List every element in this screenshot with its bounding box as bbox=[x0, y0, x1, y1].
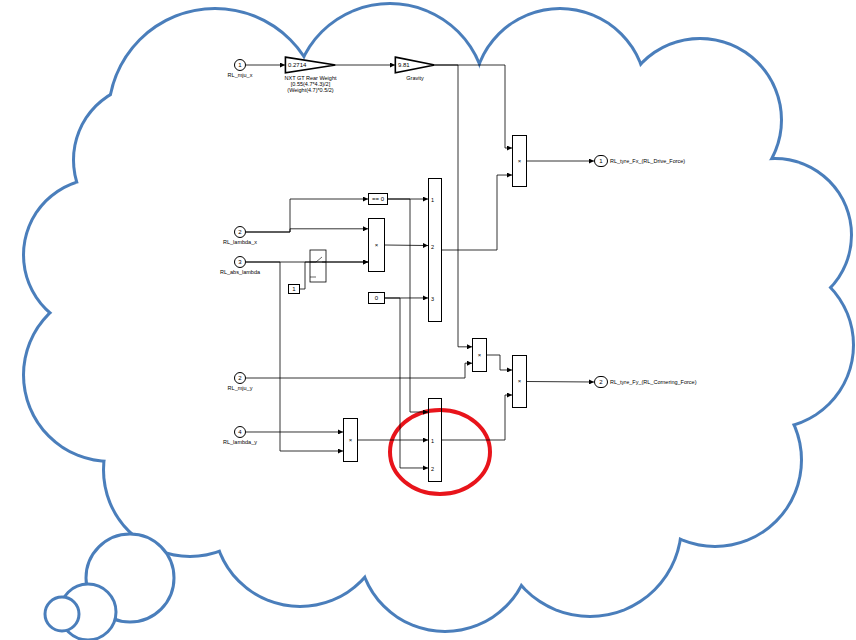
signal-line bbox=[527, 161, 594, 162]
signal-line bbox=[527, 381, 594, 383]
port-index: 1 bbox=[431, 438, 434, 444]
compare-block: == 0 bbox=[368, 193, 388, 205]
signal-line bbox=[246, 431, 343, 432]
multiport-switch: 12 bbox=[428, 398, 442, 482]
inport-block: 2RL_lambda_x bbox=[234, 226, 246, 238]
port-number: 2 bbox=[599, 379, 602, 386]
signal-line bbox=[246, 262, 343, 451]
product-block: × bbox=[512, 355, 527, 408]
port-number: 2 bbox=[238, 375, 241, 382]
gain-triangle-outline bbox=[395, 57, 434, 73]
signal-line bbox=[246, 65, 285, 66]
signal-line bbox=[435, 65, 472, 347]
port-index: 2 bbox=[431, 244, 434, 250]
cloud-core bbox=[120, 90, 760, 550]
gain-block: 9.81Gravity bbox=[395, 57, 435, 73]
port-index: 3 bbox=[431, 296, 434, 302]
block-value: 0.2714 bbox=[285, 62, 306, 69]
signal-name: RL_abs_lambda bbox=[220, 269, 260, 275]
inport-block: 2RL_mju_y bbox=[234, 372, 246, 384]
inport-block: 4RL_lambda_y bbox=[234, 426, 246, 438]
signal-line bbox=[487, 355, 512, 370]
gain-block: 0.2714NXT GT Rear Weight [0.55(4.7*4.3)/… bbox=[285, 57, 336, 73]
block-value: × bbox=[518, 158, 522, 165]
block-value: × bbox=[349, 437, 353, 444]
outport-block: 1RL_tyre_Fx_(RL_Drive_Force) bbox=[594, 155, 608, 167]
port-number: 3 bbox=[238, 259, 241, 266]
block-label: Gravity bbox=[406, 75, 423, 81]
product-block: × bbox=[343, 418, 358, 462]
signal-line bbox=[246, 229, 368, 232]
signal-line bbox=[442, 175, 512, 250]
switch-block bbox=[310, 250, 326, 282]
signal-line bbox=[246, 363, 472, 378]
cloud-fill bbox=[25, 5, 852, 630]
signal-line bbox=[388, 199, 428, 412]
constant-block: 1 bbox=[288, 284, 300, 294]
constant-block: 0 bbox=[368, 292, 385, 304]
port-number: 2 bbox=[238, 229, 241, 236]
signal-line bbox=[246, 199, 368, 232]
inport-block: 3RL_abs_lambda bbox=[234, 256, 246, 268]
signal-line bbox=[385, 298, 428, 468]
switch-outline bbox=[310, 250, 326, 282]
block-value: × bbox=[518, 378, 522, 385]
inport-block: 1RL_mju_x bbox=[234, 59, 246, 71]
block-value: 1 bbox=[292, 286, 295, 293]
port-index: 1 bbox=[431, 197, 434, 203]
signal-line bbox=[435, 65, 512, 148]
signal-name: RL_lambda_x bbox=[223, 239, 257, 245]
signal-line bbox=[336, 65, 395, 66]
signal-name: RL_tyre_Fx_(RL_Drive_Force) bbox=[610, 158, 685, 164]
port-index: 2 bbox=[431, 466, 434, 472]
signal-name: RL_mju_x bbox=[228, 72, 253, 78]
block-value: 0 bbox=[375, 295, 378, 302]
outport-block: 2RL_tyre_Fy_(RL_Cornering_Force) bbox=[594, 376, 608, 388]
signal-line bbox=[300, 262, 368, 289]
block-value: 9.81 bbox=[395, 62, 410, 69]
signal-name: RL_mju_y bbox=[228, 385, 253, 391]
gain-triangle-outline bbox=[285, 57, 335, 73]
signal-line bbox=[442, 395, 512, 440]
signal-line bbox=[385, 245, 428, 247]
switch-symbol bbox=[310, 257, 326, 277]
port-number: 1 bbox=[238, 62, 241, 69]
product-block: × bbox=[512, 135, 527, 187]
cloud-outline bbox=[25, 5, 852, 630]
port-number: 4 bbox=[238, 429, 241, 436]
multiport-switch: 1 2 3 bbox=[428, 178, 442, 322]
block-value: × bbox=[478, 352, 482, 359]
block-label: NXT GT Rear Weight [0.55(4.7*4.3)/2] (We… bbox=[274, 75, 348, 93]
port-number: 1 bbox=[599, 158, 602, 165]
product-block: × bbox=[472, 338, 487, 372]
signal-name: RL_tyre_Fy_(RL_Cornering_Force) bbox=[610, 379, 697, 385]
product-block: × bbox=[368, 218, 385, 272]
signal-name: RL_lambda_y bbox=[223, 439, 257, 445]
thought-bubble bbox=[45, 597, 79, 631]
signal-line bbox=[358, 440, 428, 441]
block-value: × bbox=[375, 242, 379, 249]
block-value: == 0 bbox=[372, 196, 384, 203]
